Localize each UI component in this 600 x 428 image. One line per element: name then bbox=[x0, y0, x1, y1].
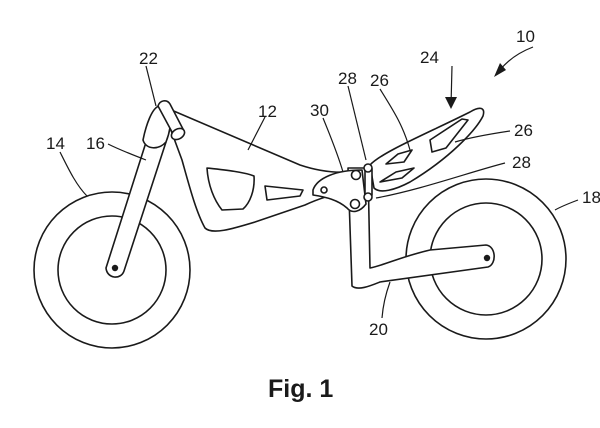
figure-caption: Fig. 1 bbox=[268, 375, 333, 403]
fork bbox=[105, 135, 167, 278]
label-fork: 16 bbox=[86, 134, 105, 153]
label-seat: 24 bbox=[420, 48, 439, 67]
label-frame: 12 bbox=[258, 102, 277, 121]
seat-arrow-head-icon bbox=[445, 97, 457, 109]
pivot-bracket bbox=[312, 169, 367, 213]
leader-lines bbox=[59, 65, 579, 319]
seat bbox=[369, 107, 485, 192]
label-seat-strut-b: 26 bbox=[514, 121, 533, 140]
frame bbox=[161, 105, 353, 232]
label-rear-wheel: 18 bbox=[582, 188, 600, 207]
swing-arm bbox=[347, 167, 495, 289]
label-seat-strut-a: 26 bbox=[370, 71, 389, 90]
assembly-arrow-head-icon bbox=[494, 63, 506, 77]
label-assembly: 10 bbox=[516, 27, 535, 46]
seat-pins bbox=[363, 163, 373, 202]
arrows bbox=[445, 46, 534, 109]
label-seat-pin-b: 28 bbox=[512, 153, 531, 172]
front-wheel bbox=[33, 191, 191, 349]
handlebar bbox=[157, 100, 186, 141]
label-handlebar: 22 bbox=[139, 49, 158, 68]
label-swing-arm: 20 bbox=[369, 320, 388, 339]
label-pivot-bracket: 30 bbox=[310, 101, 329, 120]
reference-labels: 10 12 14 16 18 20 22 24 26 26 28 28 30 bbox=[46, 27, 600, 339]
label-seat-pin-a: 28 bbox=[338, 69, 357, 88]
label-front-wheel: 14 bbox=[46, 134, 65, 153]
